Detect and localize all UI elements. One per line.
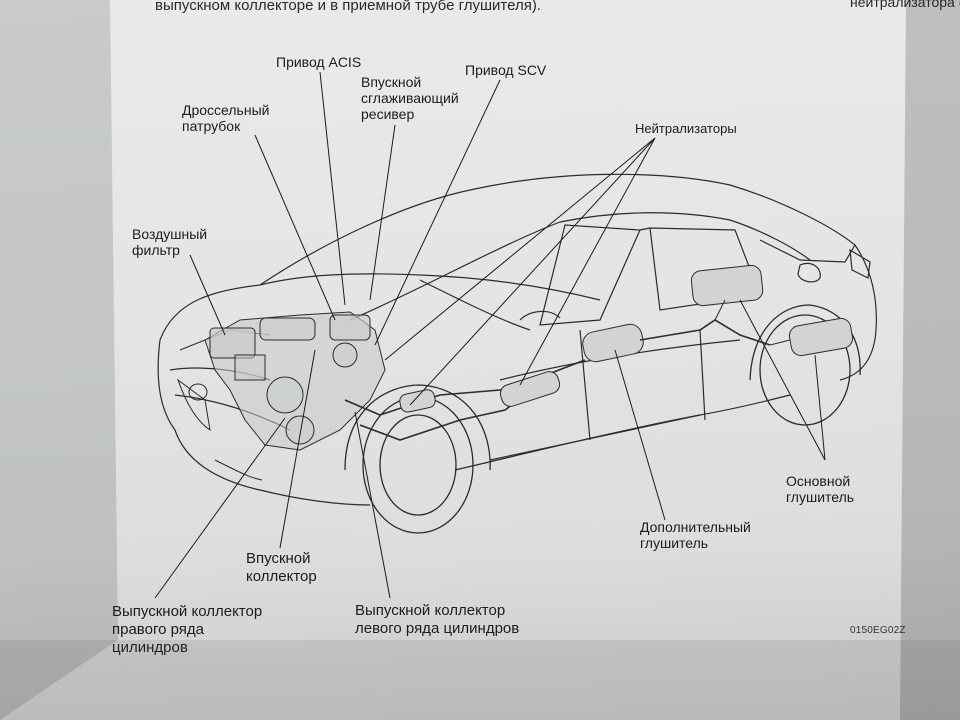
leader-aux-muffler bbox=[614, 349, 666, 521]
label-catalysts: Нейтрализаторы bbox=[635, 121, 737, 136]
leader-receiver bbox=[369, 124, 396, 301]
label-throttle: Дроссельный патрубок bbox=[182, 102, 270, 134]
label-exhaust-right: Выпускной коллектор правого ряда цилиндр… bbox=[112, 603, 263, 656]
leader-main-muffler-1 bbox=[739, 299, 826, 461]
leader-catalyst-2 bbox=[519, 137, 656, 386]
aux-muffler-shape bbox=[582, 323, 644, 363]
header-fragment-left: выпускном коллекторе и в приемной трубе … bbox=[155, 0, 541, 14]
leader-air-filter bbox=[189, 254, 226, 336]
main-muffler-left bbox=[690, 264, 764, 307]
figure-code: 0150EG02Z bbox=[850, 625, 906, 636]
catalyst-front bbox=[399, 389, 436, 413]
label-acis: Привод ACIS bbox=[276, 54, 362, 70]
label-intake-manifold: Впускной коллектор bbox=[246, 550, 317, 585]
leader-exhaust-right bbox=[154, 417, 286, 599]
header-fragment-right: нейтрализатора (в bbox=[850, 0, 960, 10]
front-wheel-inner bbox=[379, 414, 457, 516]
label-exhaust-left: Выпускной коллектор левого ряда цилиндро… bbox=[355, 602, 520, 637]
leader-exhaust-left bbox=[354, 411, 391, 599]
leader-intake-manifold bbox=[279, 349, 316, 549]
exhaust-system bbox=[344, 264, 854, 441]
leader-acis bbox=[319, 71, 346, 306]
catalyst-main bbox=[499, 371, 561, 407]
engine-block bbox=[204, 311, 386, 451]
leader-main-muffler-2 bbox=[814, 354, 826, 461]
label-aux-muffler: Дополнительный глушитель bbox=[640, 519, 751, 551]
label-receiver: Впускной сглаживающий ресивер bbox=[361, 74, 459, 122]
leader-lines bbox=[154, 71, 826, 599]
main-muffler-right bbox=[788, 317, 854, 357]
label-air-filter: Воздушный фильтр bbox=[132, 226, 208, 258]
rear-wheel bbox=[759, 314, 851, 426]
leader-scv bbox=[374, 79, 501, 346]
label-main-muffler: Основной глушитель bbox=[786, 473, 855, 505]
label-scv: Привод SCV bbox=[465, 62, 547, 78]
leader-catalyst-1 bbox=[384, 137, 656, 361]
leader-catalyst-3 bbox=[409, 137, 656, 406]
leader-throttle bbox=[254, 134, 336, 321]
